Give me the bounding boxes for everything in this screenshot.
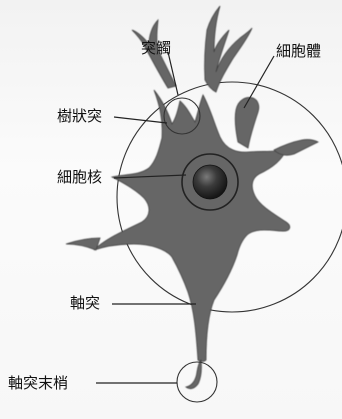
dendrite-branch-right xyxy=(235,98,259,149)
dendrite-leader-line xyxy=(114,117,167,123)
label-cell-body: 細胞體 xyxy=(276,42,321,60)
neuron-shape xyxy=(66,6,318,389)
cell-body-leader-line xyxy=(244,56,274,108)
label-dendrite: 樹狀突 xyxy=(57,107,102,125)
label-nucleus: 細胞核 xyxy=(57,168,102,186)
label-axon: 軸突 xyxy=(70,294,100,312)
dendrite-branch-top xyxy=(205,6,252,92)
label-axon-terminal: 軸突末梢 xyxy=(8,374,68,392)
dendrite-branch-lower-left xyxy=(66,238,100,250)
dendrite-branch-far-right xyxy=(274,140,318,156)
label-synapse: 突觸 xyxy=(141,39,171,57)
nucleus xyxy=(193,165,227,199)
